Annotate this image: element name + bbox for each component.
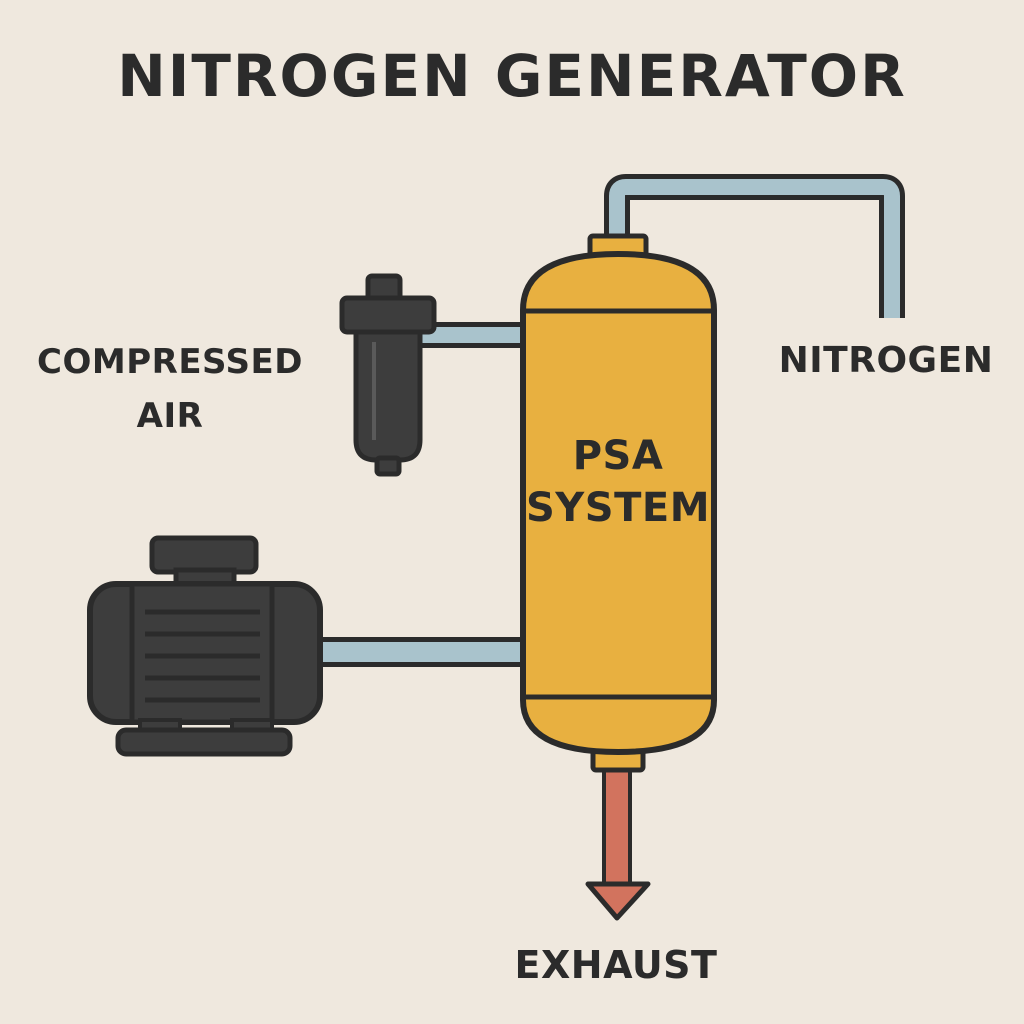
psa-system-label-line2: SYSTEM xyxy=(526,485,710,531)
compressed-air-label-line1: COMPRESSED xyxy=(37,342,303,382)
compressed-air-label-line2: AIR xyxy=(136,396,204,436)
down-arrow-icon xyxy=(585,760,651,921)
compressor-to-tank-pipe xyxy=(312,637,528,667)
diagram-title: NITROGEN GENERATOR xyxy=(117,42,907,110)
air-compressor-motor-icon xyxy=(87,535,323,757)
nitrogen-outlet-pipe xyxy=(604,174,905,318)
compressed-air-label: COMPRESSED AIR xyxy=(22,335,318,443)
nitrogen-label: NITROGEN xyxy=(778,340,994,381)
psa-system-label-line1: PSA xyxy=(572,433,664,479)
psa-system-label: PSA SYSTEM xyxy=(520,430,716,534)
exhaust-label: EXHAUST xyxy=(514,943,718,987)
psa-vessel-icon xyxy=(520,233,717,773)
air-filter-icon xyxy=(339,273,437,477)
